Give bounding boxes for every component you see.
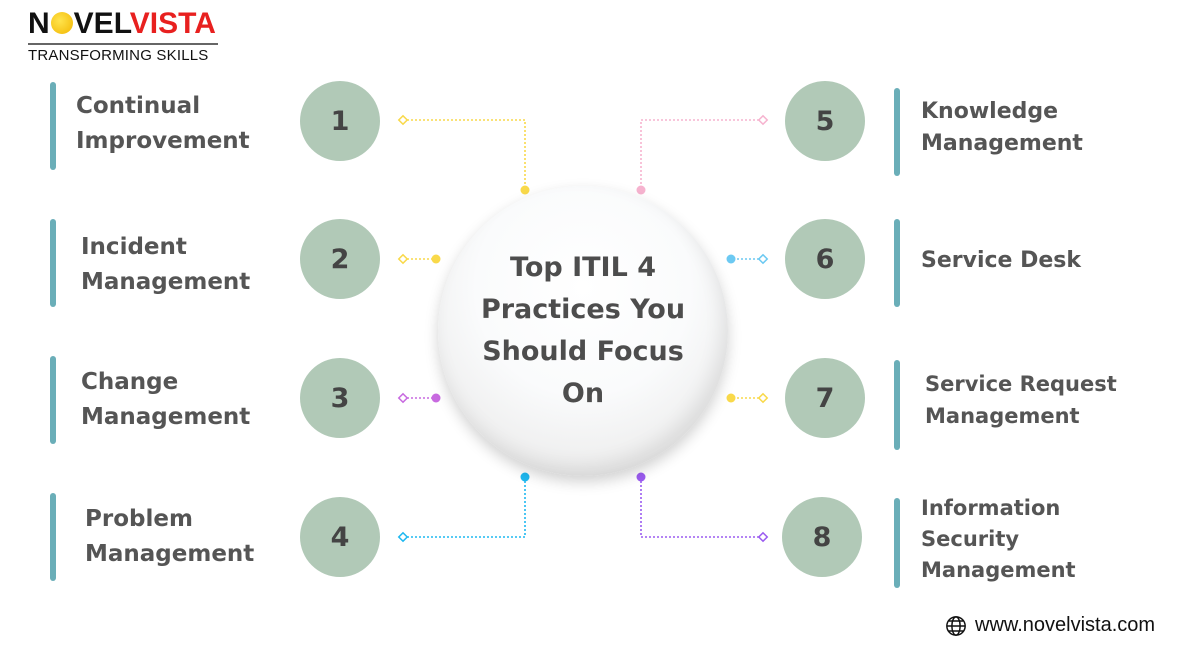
accent-bar: [50, 493, 56, 581]
logo-tagline: TRANSFORMING SKILLS: [28, 47, 209, 64]
connector-7: [726, 392, 769, 404]
diamond-marker: [397, 114, 409, 126]
dot-marker: [520, 472, 530, 482]
practice-label-4: Problem Management: [85, 506, 255, 567]
practice-label-2: Incident Management: [81, 234, 251, 295]
dot-marker: [726, 393, 736, 403]
accent-bar: [50, 219, 56, 307]
number-circle-4: 4: [300, 497, 380, 577]
connector-8: [636, 472, 769, 543]
globe-icon: [946, 615, 966, 636]
practice-label-3: Change Management: [81, 369, 251, 430]
footer-website: www.novelvista.com: [945, 614, 1155, 637]
number-circle-3: 3: [300, 358, 380, 438]
connector-1: [397, 114, 530, 195]
dot-marker: [636, 472, 646, 482]
diamond-marker: [757, 392, 769, 404]
dot-marker: [431, 393, 441, 403]
accent-bar: [894, 88, 900, 176]
number-circle-1: 1: [300, 81, 380, 161]
practice-label-7: Service Request Management: [925, 372, 1117, 428]
diamond-marker: [757, 531, 769, 543]
connector-6: [726, 253, 769, 265]
practice-label-5: Knowledge Management: [921, 99, 1083, 156]
practice-label-1: Continual Improvement: [76, 93, 250, 154]
dot-marker: [520, 185, 530, 195]
center-title: Top ITIL 4 Practices You Should Focus On: [480, 252, 686, 409]
connector-2: [397, 253, 441, 265]
practice-label-6: Service Desk: [921, 248, 1082, 273]
accent-bar: [894, 360, 900, 450]
number-circle-7: 7: [785, 358, 865, 438]
accent-bar: [894, 219, 900, 307]
connector-5: [636, 114, 769, 195]
medal-icon: [50, 12, 73, 34]
practice-label-8: Information Security Management: [921, 496, 1076, 582]
center-sphere: Top ITIL 4 Practices You Should Focus On: [438, 186, 728, 476]
accent-bar: [50, 356, 56, 444]
accent-bar: [894, 498, 900, 588]
number-circle-8: 8: [782, 497, 862, 577]
connector-4: [397, 472, 530, 543]
number-circle-6: 6: [785, 219, 865, 299]
connector-3: [397, 392, 441, 404]
dot-marker: [726, 254, 736, 264]
accent-bar: [50, 82, 56, 170]
number-circle-2: 2: [300, 219, 380, 299]
diamond-marker: [397, 392, 409, 404]
diamond-marker: [757, 114, 769, 126]
diamond-marker: [757, 253, 769, 265]
dot-marker: [636, 185, 646, 195]
diamond-marker: [397, 531, 409, 543]
diamond-marker: [397, 253, 409, 265]
number-circle-5: 5: [785, 81, 865, 161]
dot-marker: [431, 254, 441, 264]
website-link[interactable]: www.novelvista.com: [975, 614, 1156, 636]
logo-divider: [28, 43, 218, 45]
